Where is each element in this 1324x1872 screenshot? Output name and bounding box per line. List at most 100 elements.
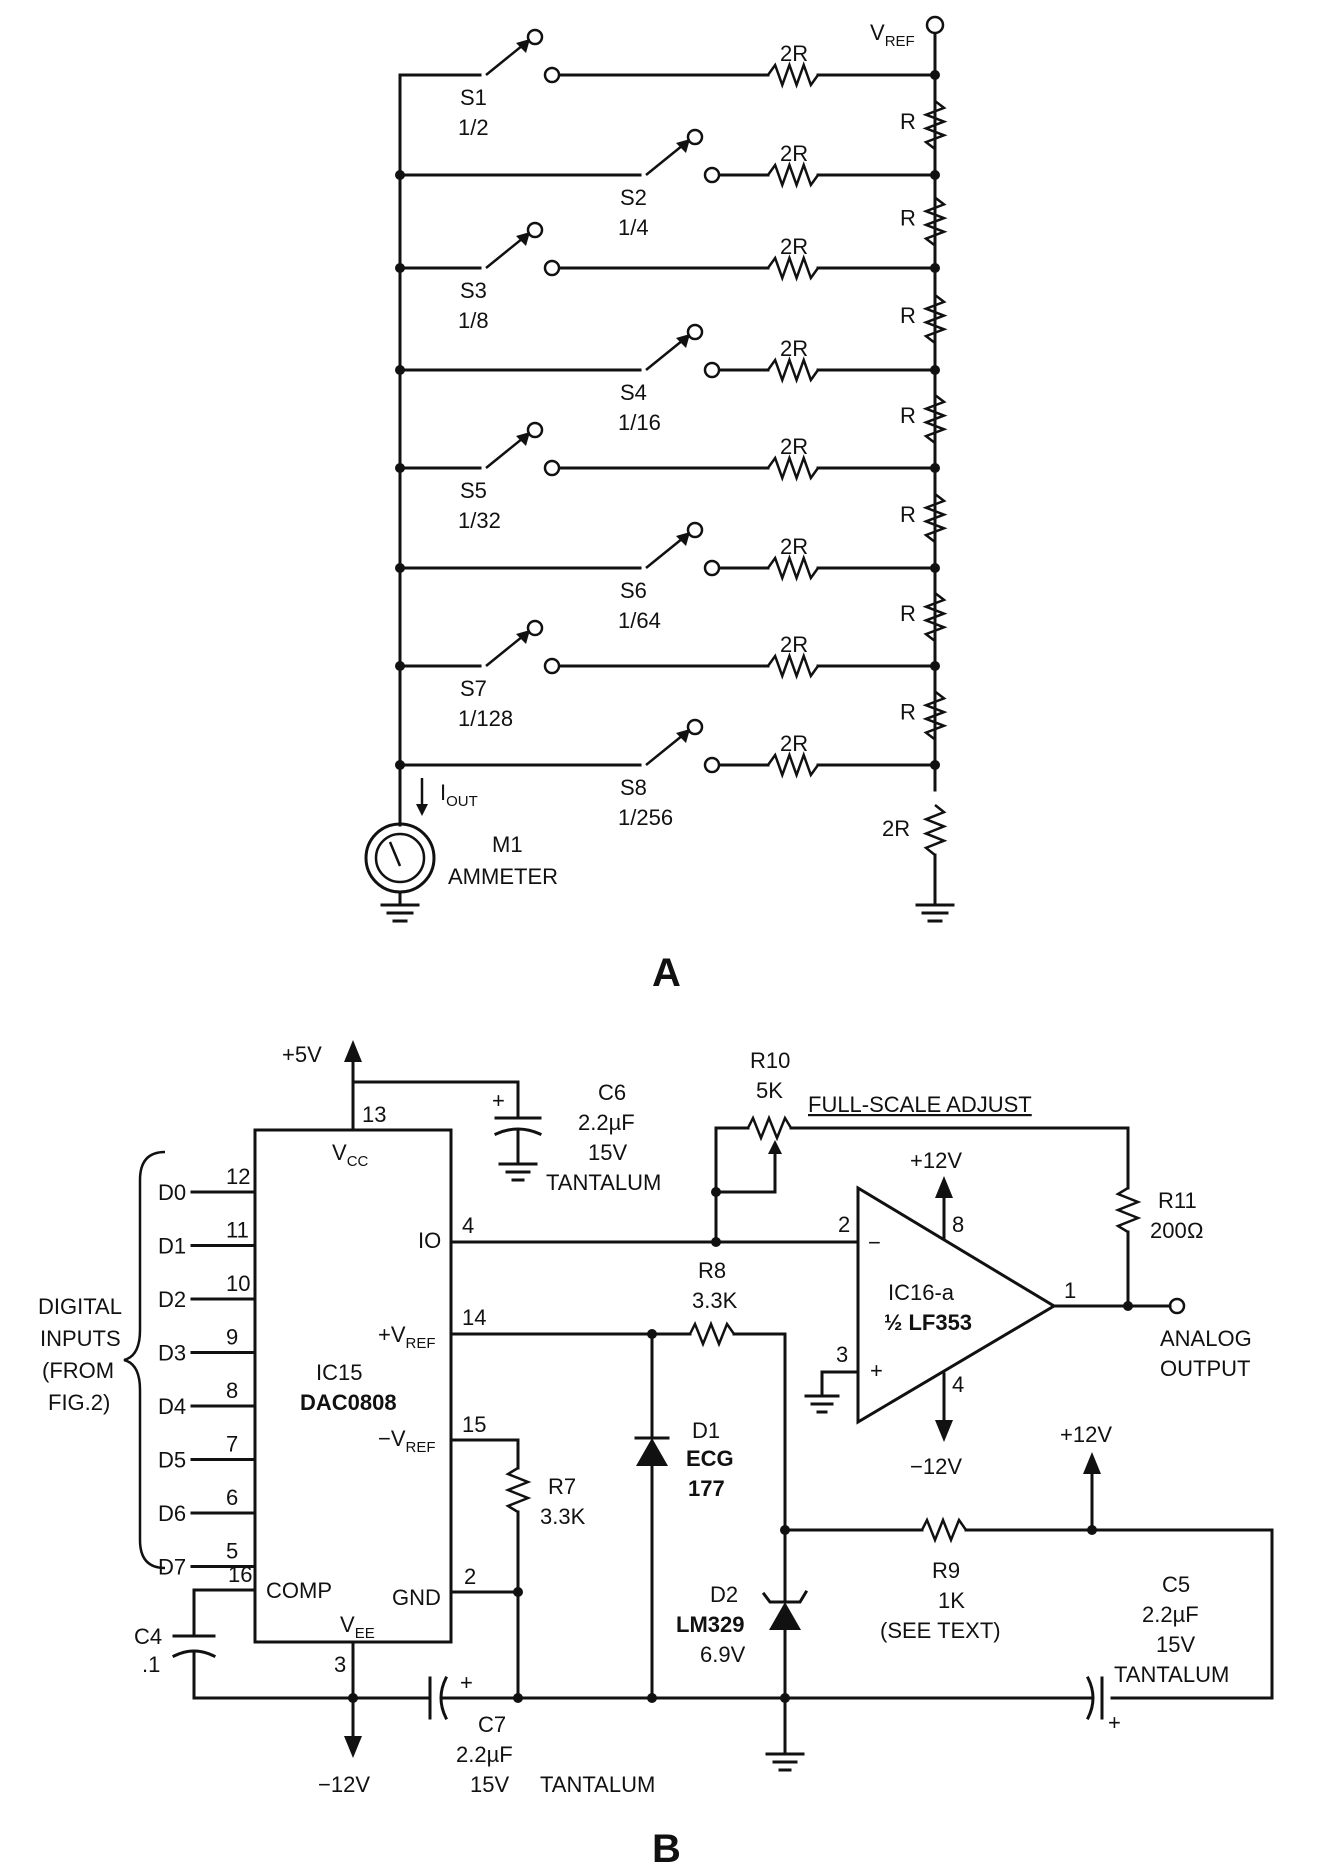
r7-name: R7 (548, 1474, 576, 1499)
a-switch-5-pivot (526, 421, 544, 439)
dac-pin-d7-name: D7 (158, 1555, 186, 1580)
op-amp-minus: − (868, 1230, 881, 1255)
a-switch-7-weight: 1/128 (458, 706, 513, 731)
a-ladder-node-4 (930, 365, 940, 375)
r7-value: 3.3K (540, 1504, 586, 1529)
a-resistor-2r-7 (766, 652, 820, 680)
r10-name: R10 (750, 1048, 790, 1073)
a-ladder-node-3 (930, 263, 940, 273)
c4-bottom-wire (192, 1650, 432, 1700)
a-iout-label: IOUT (440, 780, 478, 810)
a-resistor-2r-1 (766, 61, 820, 89)
a-ammeter-face (374, 832, 426, 884)
dac-pin-d0-number: 12 (226, 1164, 250, 1189)
a-iout-arrow-head (416, 804, 428, 816)
part-b-label: B (652, 1827, 681, 1871)
op-amp-vplus-arrow (935, 1176, 953, 1198)
a-switch-4-name: S4 (620, 380, 647, 405)
ic15-comp-label: COMP (266, 1578, 332, 1603)
dac-pin-d2-name: D2 (158, 1287, 186, 1312)
dac-pin-d7-number: 5 (226, 1539, 238, 1564)
c5-plate-left (1085, 1675, 1095, 1721)
a-ladder-node-1 (930, 70, 940, 80)
vee-junction (348, 1693, 358, 1703)
pin4-label: 4 (462, 1213, 474, 1238)
a-iout-label-main: I (440, 780, 446, 805)
minus12v-arrow (344, 1736, 362, 1758)
ic15-vcc-label: VCC (332, 1140, 369, 1170)
op-amp-ic16 (856, 1185, 1057, 1425)
c6-value: 2.2µF (578, 1110, 635, 1135)
digital-inputs-line-2: INPUTS (40, 1326, 121, 1351)
op-amp-pin3: 3 (836, 1342, 848, 1367)
a-switch-8-weight: 1/256 (618, 805, 673, 830)
dac-pin-d2-number: 10 (226, 1271, 250, 1296)
c4-value: .1 (142, 1652, 160, 1677)
dac-pin-d1-name: D1 (158, 1234, 186, 1259)
a-resistor-2r-2 (766, 161, 820, 189)
a-switch-2-pivot (686, 128, 704, 146)
dac-pin-d5-number: 7 (226, 1432, 238, 1457)
r11-name: R11 (1158, 1188, 1197, 1213)
r9-value: 1K (938, 1588, 965, 1613)
d1-bottom-junction (647, 1693, 657, 1703)
dac-pin-d3-name: D3 (158, 1341, 186, 1366)
a-resistor-r-4 (922, 394, 948, 444)
a-resistor-r-1 (922, 100, 948, 150)
a-resistor-r-6 (922, 592, 948, 642)
r10-resistor (746, 1114, 793, 1142)
plus12-right-label: +12V (1060, 1422, 1112, 1447)
a-switch-6-contact (703, 559, 721, 577)
dac-pin-d0-name: D0 (158, 1180, 186, 1205)
gnd-junction (513, 1587, 523, 1597)
op-amp-pin1: 1 (1064, 1278, 1076, 1303)
c6-plus: + (492, 1088, 505, 1113)
a-switch-6-weight: 1/64 (618, 608, 661, 633)
a-ammeter-needle (388, 841, 402, 867)
plus5v-label: +5V (282, 1042, 322, 1067)
c7-name: C7 (478, 1712, 506, 1737)
a-resistor-2r-bottom-label: 2R (882, 816, 910, 841)
a-resistor-2r-6 (766, 554, 820, 582)
a-ladder-node-6 (930, 563, 940, 573)
a-resistor-2r-2-label: 2R (780, 141, 808, 166)
a-resistor-r-7-label: R (900, 700, 916, 725)
op-amp-pin8: 8 (952, 1212, 964, 1237)
ic15-vref-minus-label: −VREF (378, 1426, 436, 1456)
a-resistor-2r-1-label: 2R (780, 41, 808, 66)
digital-inputs-line-1: DIGITAL (38, 1294, 122, 1319)
analog-output-line-1: ANALOG (1160, 1326, 1252, 1351)
digital-inputs-line-3: (FROM (42, 1358, 114, 1383)
a-bus-node-4 (395, 365, 405, 375)
a-switch-8-pivot (686, 718, 704, 736)
part-a-r2r-ladder: VREF2RS11/22RS21/42RS31/82RS41/162RS51/3… (364, 15, 955, 995)
a-bus-node-5 (395, 463, 405, 473)
a-switch-2-name: S2 (620, 185, 647, 210)
a-resistor-r-2 (922, 196, 948, 247)
r10-wiper-junction (711, 1187, 721, 1197)
op-amp-plus12-label: +12V (910, 1148, 962, 1173)
r7-resistor (504, 1466, 532, 1514)
r8-resistor (688, 1320, 736, 1348)
a-resistor-r-1-label: R (900, 109, 916, 134)
op-amp-plus: + (870, 1358, 883, 1383)
a-switch-6-pivot (686, 521, 704, 539)
pin3-label: 3 (334, 1652, 346, 1677)
dac-pin-d1-number: 11 (226, 1218, 249, 1243)
a-ladder-node-2 (930, 170, 940, 180)
a-vref-label-sub: REF (885, 33, 915, 50)
a-switch-1-arrow (516, 39, 530, 53)
a-vref-label-main: V (870, 20, 885, 45)
c7-r7-junction (513, 1693, 523, 1703)
a-bus-node-2 (395, 170, 405, 180)
a-switch-4-pivot (686, 323, 704, 341)
output-junction (1123, 1301, 1133, 1311)
a-meter-type: AMMETER (448, 864, 558, 889)
a-switch-5-name: S5 (460, 478, 487, 503)
plus12-right-arrow (1083, 1452, 1101, 1474)
c6-type: TANTALUM (546, 1170, 661, 1195)
a-switch-3-weight: 1/8 (458, 308, 489, 333)
d2-zener (769, 1602, 801, 1630)
c6-voltage: 15V (588, 1140, 627, 1165)
